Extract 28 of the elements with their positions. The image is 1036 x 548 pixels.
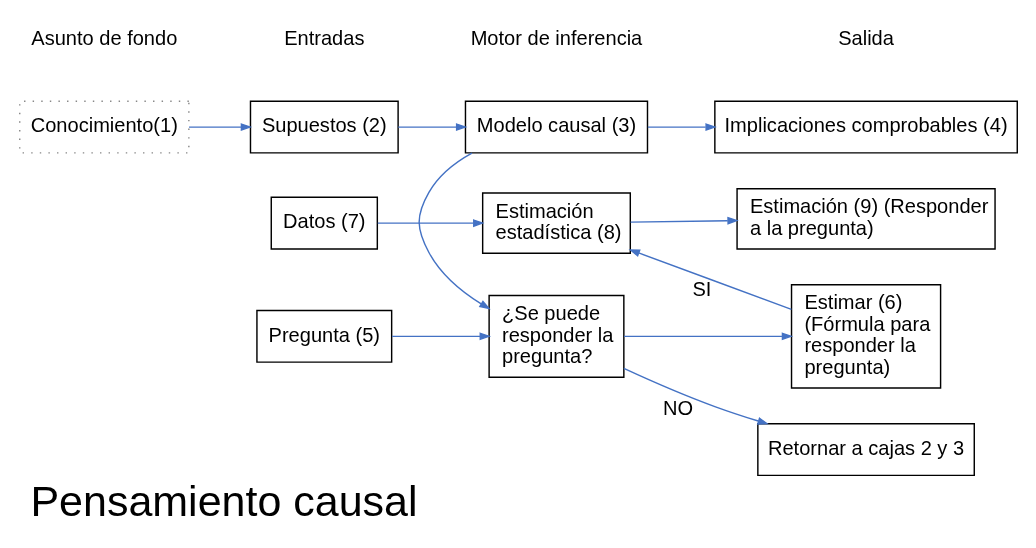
- arrow: [622, 332, 793, 341]
- node-box: Implicaciones comprobables (4): [713, 100, 1018, 154]
- label: Asunto de fondo: [30, 26, 177, 49]
- node-box: Estimación estadística (8): [481, 192, 631, 254]
- label: Entradas: [283, 26, 364, 49]
- node-box: Pregunta (5): [255, 309, 392, 363]
- label: Motor de inferencia: [470, 26, 642, 49]
- node-box: Conocimiento(1): [18, 100, 190, 154]
- edge-label: SI: [691, 277, 711, 300]
- node-box: Supuestos (2): [249, 100, 399, 154]
- arrow: [628, 249, 792, 311]
- diagram-title: Pensamiento causal: [29, 476, 418, 525]
- node-box: ¿Se puede responder la pregunta?: [487, 294, 625, 378]
- arrow: [390, 332, 491, 341]
- arrow: [622, 367, 769, 425]
- arrow: [397, 123, 467, 132]
- arrow: [187, 123, 252, 132]
- node-box: Datos (7): [270, 196, 378, 250]
- edge-label: NO: [662, 396, 693, 419]
- label: Salida: [837, 26, 894, 49]
- node-box: Estimar (6) (Fórmula para responder la pregunta): [790, 284, 941, 389]
- node-box: Modelo causal (3): [464, 100, 648, 154]
- arrow: [376, 219, 484, 228]
- node-box: Estimación (9) (Responder a la pregunta): [735, 188, 996, 250]
- node-box: Retornar a cajas 2 y 3: [756, 423, 975, 477]
- arrow: [629, 216, 739, 225]
- arrow: [646, 123, 717, 132]
- arrow: [417, 152, 491, 310]
